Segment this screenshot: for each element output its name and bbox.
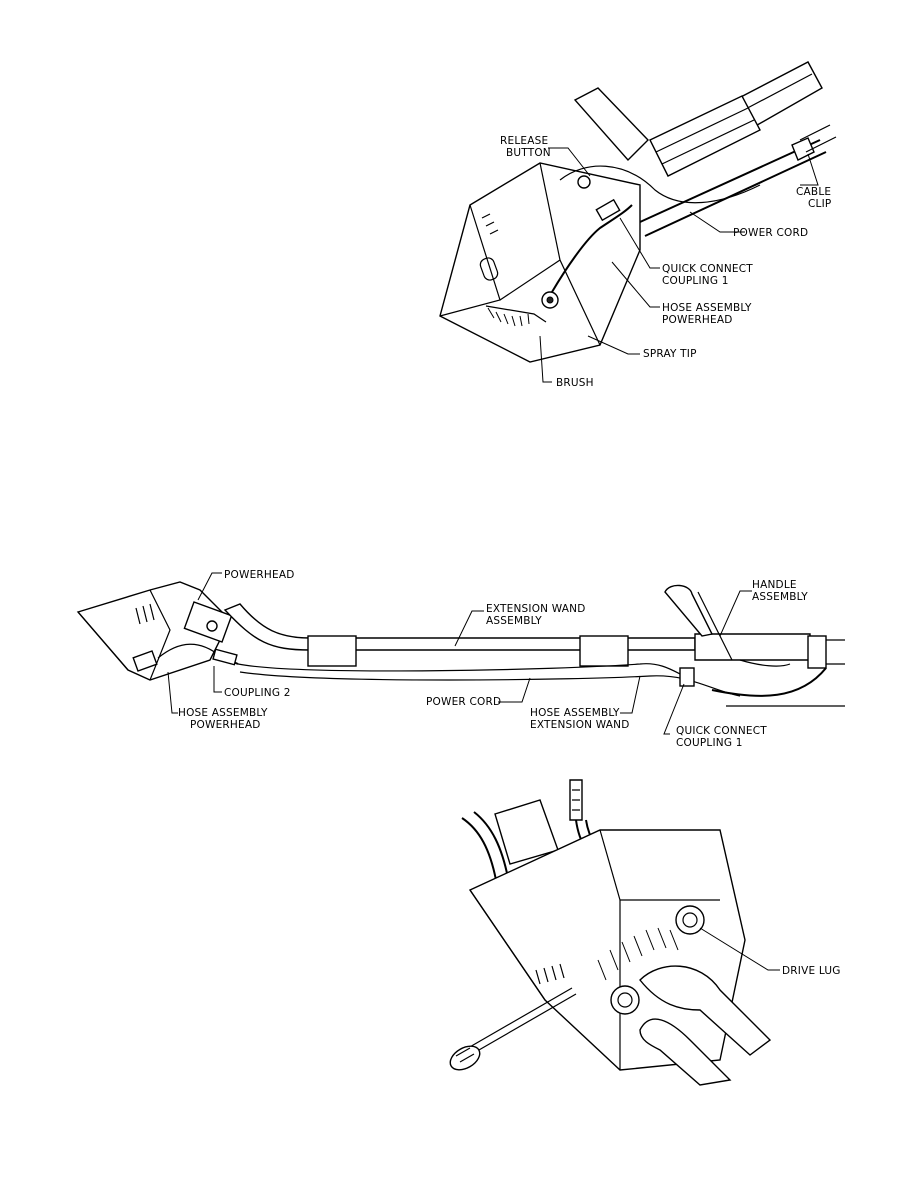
assembly-hoses-illustration xyxy=(157,643,791,697)
label-quick-connect-line2: COUPLING 1 xyxy=(676,737,743,749)
label-drive-lug: DRIVE LUG xyxy=(782,965,841,977)
figure-brush-removal: DRIVE LUG xyxy=(449,779,841,1086)
figure-powerhead-closeup: RELEASE BUTTON CABLE CLIP POWER CORD QUI… xyxy=(439,61,837,389)
label-power-cord: POWER CORD xyxy=(426,696,501,708)
label-hose-extension-wand-line2: EXTENSION WAND xyxy=(530,719,630,731)
label-quick-connect-line2: COUPLING 1 xyxy=(662,275,729,287)
label-powerhead: POWERHEAD xyxy=(224,569,295,581)
brush-removal-illustration xyxy=(449,779,772,1086)
assembly-powerhead-illustration xyxy=(76,581,233,681)
label-cable-clip-line1: CABLE xyxy=(796,186,831,198)
label-hose-powerhead-line2: POWERHEAD xyxy=(190,719,261,731)
label-spray-tip: SPRAY TIP xyxy=(643,348,697,360)
powerhead-body-illustration xyxy=(439,162,761,363)
label-handle-line2: ASSEMBLY xyxy=(752,591,808,603)
label-power-cord: POWER CORD xyxy=(733,227,808,239)
figure-full-assembly: POWERHEAD EXTENSION WAND ASSEMBLY HANDLE… xyxy=(76,569,845,749)
label-quick-connect-line1: QUICK CONNECT xyxy=(662,263,753,275)
label-hose-powerhead-line1: HOSE ASSEMBLY xyxy=(178,707,268,719)
label-hose-extension-wand-line1: HOSE ASSEMBLY xyxy=(530,707,620,719)
label-release-button-line2: BUTTON xyxy=(506,147,551,159)
label-quick-connect-line1: QUICK CONNECT xyxy=(676,725,767,737)
drive-lug-leader xyxy=(699,927,780,971)
label-coupling-2: COUPLING 2 xyxy=(224,687,291,699)
label-hose-powerhead-line2: POWERHEAD xyxy=(662,314,733,326)
label-hose-powerhead-line1: HOSE ASSEMBLY xyxy=(662,302,752,314)
label-cable-clip-line2: CLIP xyxy=(808,198,831,210)
label-handle-line1: HANDLE xyxy=(752,579,797,591)
assembly-wand-illustration xyxy=(223,584,845,707)
figure2-leaders xyxy=(167,572,752,735)
figure1-leaders xyxy=(539,147,819,383)
label-extension-wand-line2: ASSEMBLY xyxy=(486,615,542,627)
label-release-button-line1: RELEASE xyxy=(500,135,548,147)
label-brush: BRUSH xyxy=(556,377,594,389)
label-extension-wand-line1: EXTENSION WAND xyxy=(486,603,586,615)
